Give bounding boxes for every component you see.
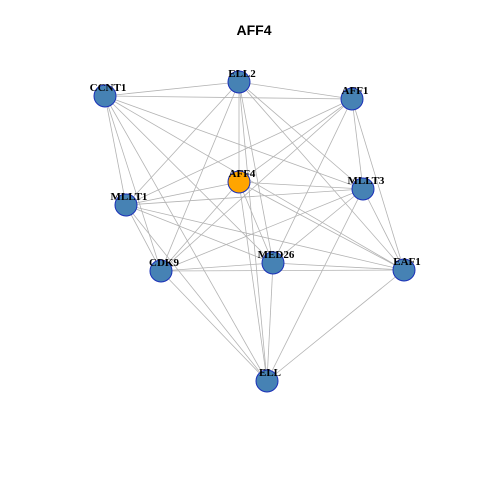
edge-mllt1-cdk9 xyxy=(125,204,162,272)
edge-ccnt1-cdk9 xyxy=(104,95,162,272)
edge-aff4-ell xyxy=(238,181,268,382)
edge-aff4-med26 xyxy=(238,181,274,264)
node-ccnt1: CCNT1 xyxy=(90,82,127,108)
edge-cdk9-eaf1 xyxy=(160,269,405,272)
edge-med26-eaf1 xyxy=(272,262,405,271)
edge-aff1-med26 xyxy=(272,98,353,264)
edge-ccnt1-aff1 xyxy=(104,95,353,100)
node-mllt1: MLLT1 xyxy=(111,191,148,217)
edge-ell2-aff1 xyxy=(238,81,353,100)
edge-mllt3-eaf1 xyxy=(362,188,405,271)
edge-mllt1-med26 xyxy=(125,204,274,264)
edge-ell2-mllt1 xyxy=(125,81,240,206)
node-med26: MED26 xyxy=(258,249,295,275)
edge-aff1-eaf1 xyxy=(351,98,405,271)
node-ell2: ELL2 xyxy=(227,68,256,94)
node-circle-aff4 xyxy=(227,170,251,194)
node-circle-ccnt1 xyxy=(93,84,117,108)
edge-ccnt1-med26 xyxy=(104,95,274,264)
node-ell: ELL xyxy=(255,367,281,393)
edge-ell2-mllt3 xyxy=(238,81,364,190)
edges-layer xyxy=(104,81,405,382)
node-aff4: AFF4 xyxy=(227,168,256,194)
edge-ell2-ell xyxy=(238,81,268,382)
edge-mllt3-mllt1 xyxy=(125,188,364,206)
node-label-ell: ELL xyxy=(259,367,281,379)
node-label-mllt3: MLLT3 xyxy=(348,175,385,187)
node-label-mllt1: MLLT1 xyxy=(111,191,148,203)
node-circle-mllt3 xyxy=(351,177,375,201)
node-label-aff1: AFF1 xyxy=(342,85,369,97)
node-label-eaf1: EAF1 xyxy=(393,256,421,268)
node-label-cdk9: CDK9 xyxy=(149,257,179,269)
edge-ccnt1-ell2 xyxy=(104,81,240,97)
edge-ell2-cdk9 xyxy=(160,81,240,272)
node-label-ell2: ELL2 xyxy=(228,68,256,80)
edge-aff1-aff4 xyxy=(238,98,353,183)
node-circle-med26 xyxy=(261,251,285,275)
edge-cdk9-ell xyxy=(160,270,268,382)
node-circle-ell2 xyxy=(227,70,251,94)
edge-aff1-mllt3 xyxy=(351,98,364,190)
node-eaf1: EAF1 xyxy=(392,256,421,282)
node-circle-ell xyxy=(255,369,279,393)
node-circle-aff1 xyxy=(340,87,364,111)
node-circle-cdk9 xyxy=(149,259,173,283)
edge-aff1-mllt1 xyxy=(125,98,353,206)
edge-mllt1-eaf1 xyxy=(125,204,405,271)
edge-eaf1-ell xyxy=(266,269,405,382)
node-circle-eaf1 xyxy=(392,258,416,282)
node-mllt3: MLLT3 xyxy=(348,175,385,201)
edge-cdk9-med26 xyxy=(160,262,274,272)
edge-aff4-eaf1 xyxy=(238,181,405,271)
node-label-ccnt1: CCNT1 xyxy=(90,82,127,94)
graph-title: AFF4 xyxy=(237,22,272,38)
node-label-aff4: AFF4 xyxy=(229,168,256,180)
node-aff1: AFF1 xyxy=(340,85,369,111)
edge-ccnt1-ell xyxy=(104,95,268,382)
edge-aff4-mllt3 xyxy=(238,181,364,190)
node-label-med26: MED26 xyxy=(258,249,295,261)
edge-mllt1-ell xyxy=(125,204,268,382)
node-circle-mllt1 xyxy=(114,193,138,217)
edge-ccnt1-mllt3 xyxy=(104,95,364,190)
edge-ccnt1-mllt1 xyxy=(104,95,127,206)
edge-aff4-mllt1 xyxy=(125,181,240,206)
edge-mllt3-med26 xyxy=(272,188,364,264)
node-cdk9: CDK9 xyxy=(149,257,179,283)
edge-aff1-cdk9 xyxy=(160,98,353,272)
edge-mllt3-ell xyxy=(266,188,364,382)
edge-ell2-med26 xyxy=(238,81,274,264)
edge-med26-ell xyxy=(266,262,274,382)
edge-aff4-cdk9 xyxy=(160,181,240,272)
edge-ell2-eaf1 xyxy=(238,81,405,271)
edge-mllt3-cdk9 xyxy=(160,188,364,272)
